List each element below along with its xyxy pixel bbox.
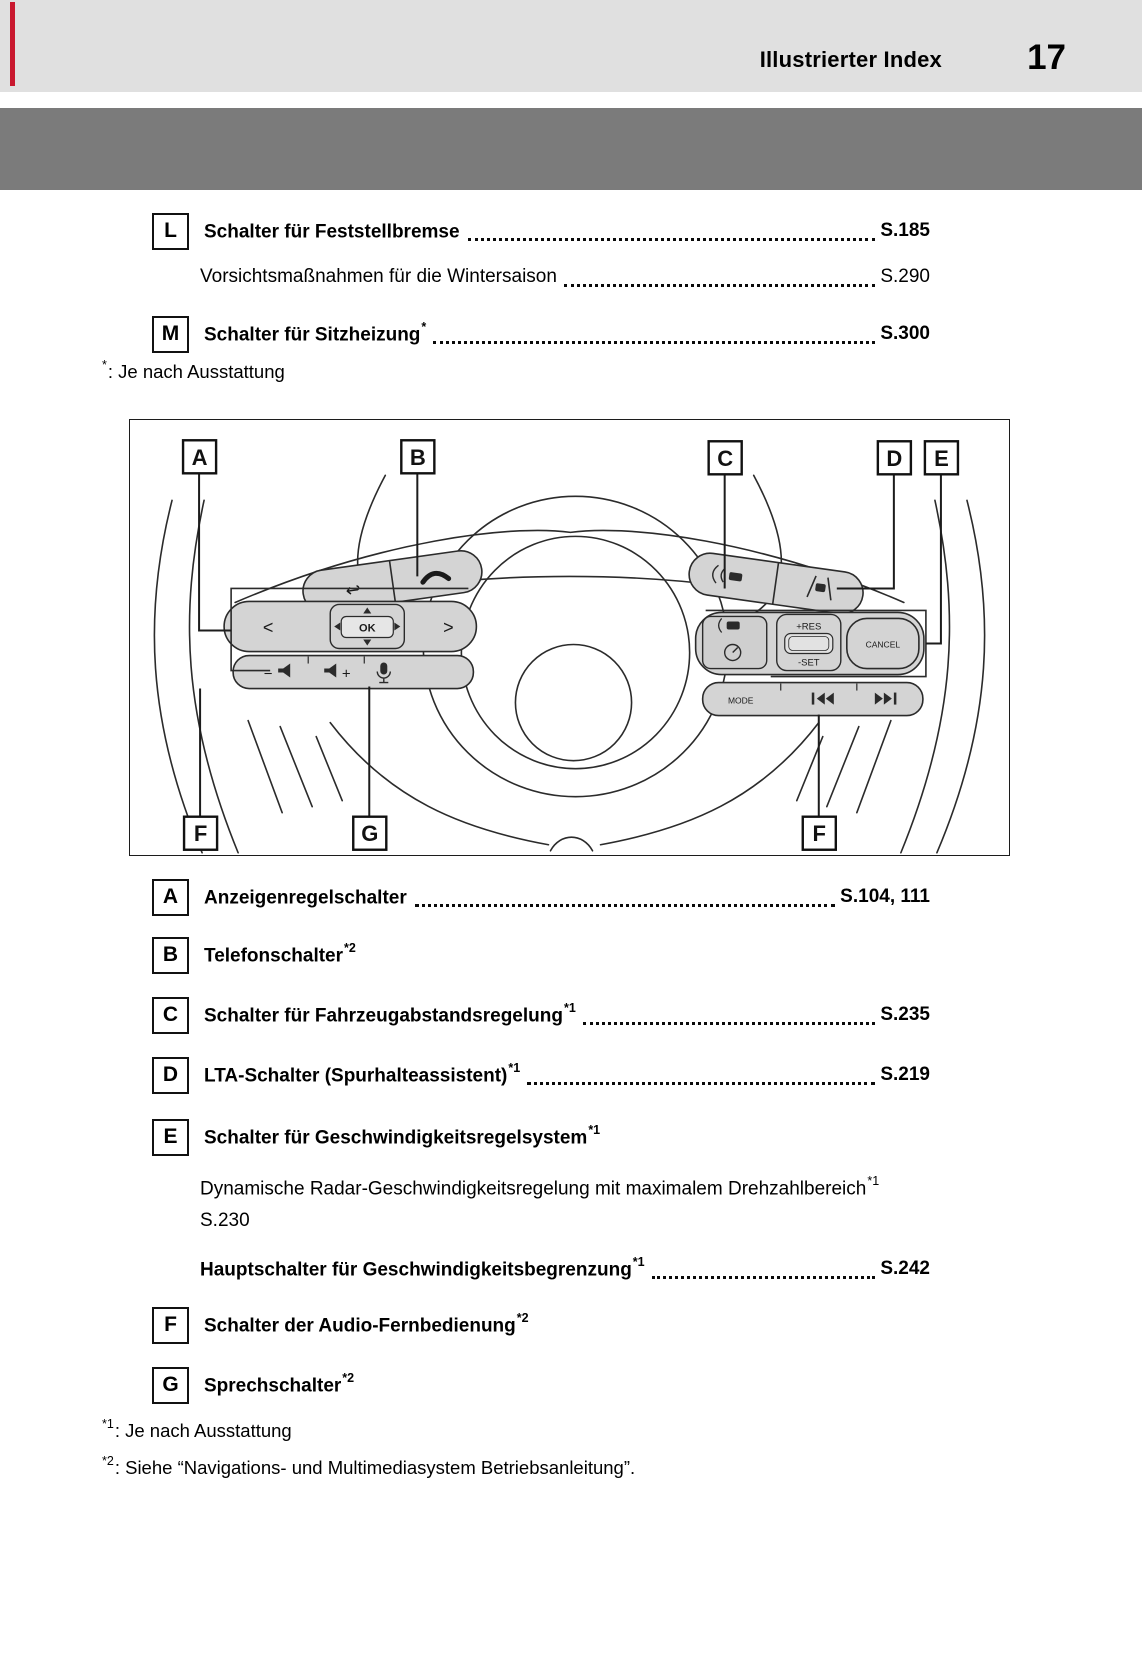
back-icon: ↩ [344,579,362,601]
item-label: Telefonschalter*2 [204,940,356,967]
callout-B: B [410,445,426,470]
callout-D: D [886,446,902,471]
index-item: L Schalter für Feststellbremse S.185 [152,212,930,250]
item-label: Anzeigenregelschalter [204,887,407,909]
header-title: Illustrierter Index [759,47,942,72]
description-text: Dynamische Radar-Geschwindigkeitsregelun… [200,1174,880,1200]
page-reference-line: S.230 [200,1210,250,1231]
index-item: G Sprechschalter*2 [152,1366,930,1404]
steering-wheel-diagram: ↩ < OK > [129,419,1010,856]
item-label: Schalter für Geschwindigkeitsregelsystem… [204,1122,601,1149]
footnote: *: Je nach Ausstattung [102,358,285,383]
callout-E: E [934,446,949,471]
footnote: *2: Siehe “Navigations- und Multimediasy… [102,1454,636,1479]
right-bottom-buttons: MODE [701,681,924,717]
callout-letter-box: B [152,936,189,974]
page-header: Illustrierter Index 17 [0,0,1142,92]
left-switch-cluster: ↩ < OK > [223,549,483,690]
dotted-leader [414,904,836,907]
dotted-leader [467,238,876,241]
dotted-leader [527,1082,876,1085]
prev-track-icon [811,692,834,705]
item-label: Schalter für Sitzheizung* [204,319,427,346]
index-item: E Schalter für Geschwindigkeitsregelsyst… [152,1118,930,1156]
svg-text:+RES: +RES [796,621,821,632]
item-label: Schalter für Fahrzeugabstandsregelung*1 [204,1000,576,1027]
svg-text:-SET: -SET [798,658,820,669]
item-label: Hauptschalter für Geschwindigkeitsbegren… [200,1254,645,1281]
dotted-leader [582,1022,876,1025]
item-label: LTA-Schalter (Spurhalteassistent)*1 [204,1060,521,1087]
volume-down-icon: − [264,666,273,683]
dpad-left-arrow: < [263,617,274,637]
dotted-leader [651,1276,876,1279]
page-reference: S.290 [880,266,930,287]
cruise-mode-button [701,615,768,670]
mode-button: MODE [728,696,754,706]
callout-lines [198,473,942,819]
callout-letter-box: E [152,1118,189,1156]
item-label: Sprechschalter*2 [204,1370,355,1397]
volume-up-icon: + [342,666,351,683]
next-track-icon [874,692,897,705]
res-set-rocker: +RES -SET [776,613,842,672]
section-divider-band [0,108,1142,190]
phone-icon [420,570,452,585]
callout-letter-box: M [152,315,189,353]
voice-icon [376,662,391,684]
callout-A: A [192,445,208,470]
index-item: C Schalter für Fahrzeugabstandsregelung*… [152,996,930,1034]
left-bottom-buttons: − + [232,654,475,690]
callout-letter-box: G [152,1366,189,1404]
dpad-right-arrow: > [443,617,454,637]
item-label: Schalter für Feststellbremse [204,221,460,243]
ok-button: OK [329,603,406,650]
speaker-icon [278,663,291,678]
right-top-buttons [688,552,864,615]
index-item: B Telefonschalter*2 [152,936,930,974]
right-switch-cluster: +RES -SET CANCEL MODE [688,552,927,717]
page-number: 17 [1027,38,1066,77]
callout-letter-box: C [152,996,189,1034]
page-reference: S.104, 111 [840,886,930,907]
page-reference: S.242 [880,1258,930,1279]
steering-wheel-drawing: ↩ < OK > [153,439,986,854]
index-item: A Anzeigenregelschalter S.104, 111 [152,878,930,916]
speaker-icon [324,663,337,678]
item-label: Vorsichtsmaßnahmen für die Wintersaison [200,266,557,287]
callout-boxes: A B C D E F G F [181,439,960,851]
item-label: Schalter der Audio-Fernbedienung*2 [204,1310,529,1337]
page-reference: S.300 [880,323,930,344]
index-subitem: Vorsichtsmaßnahmen für die Wintersaison … [200,259,930,295]
callout-G: G [361,821,378,846]
dotted-leader [433,341,876,344]
callout-letter-box: A [152,878,189,916]
index-item: M Schalter für Sitzheizung* S.300 [152,315,930,353]
callout-letter-box: F [152,1306,189,1344]
page-reference: S.235 [880,1004,930,1025]
page-reference: S.185 [880,220,930,241]
footnote: *1: Je nach Ausstattung [102,1417,292,1442]
red-edge-tab [10,2,15,86]
speed-limiter-icon [723,643,742,662]
index-subitem: Hauptschalter für Geschwindigkeitsbegren… [200,1251,930,1287]
callout-letter-box: L [152,212,189,250]
lane-assist-icon [806,575,832,601]
dotted-leader [563,284,876,287]
callout-F1: F [194,821,207,846]
svg-text:OK: OK [359,622,376,634]
index-item: D LTA-Schalter (Spurhalteassistent)*1 S.… [152,1056,930,1094]
callout-C: C [717,446,733,471]
cancel-button: CANCEL [846,617,920,670]
callout-F2: F [813,821,826,846]
index-item: F Schalter der Audio-Fernbedienung*2 [152,1306,930,1344]
callout-letter-box: D [152,1056,189,1094]
page-reference: S.219 [880,1064,930,1085]
svg-text:CANCEL: CANCEL [866,640,901,650]
